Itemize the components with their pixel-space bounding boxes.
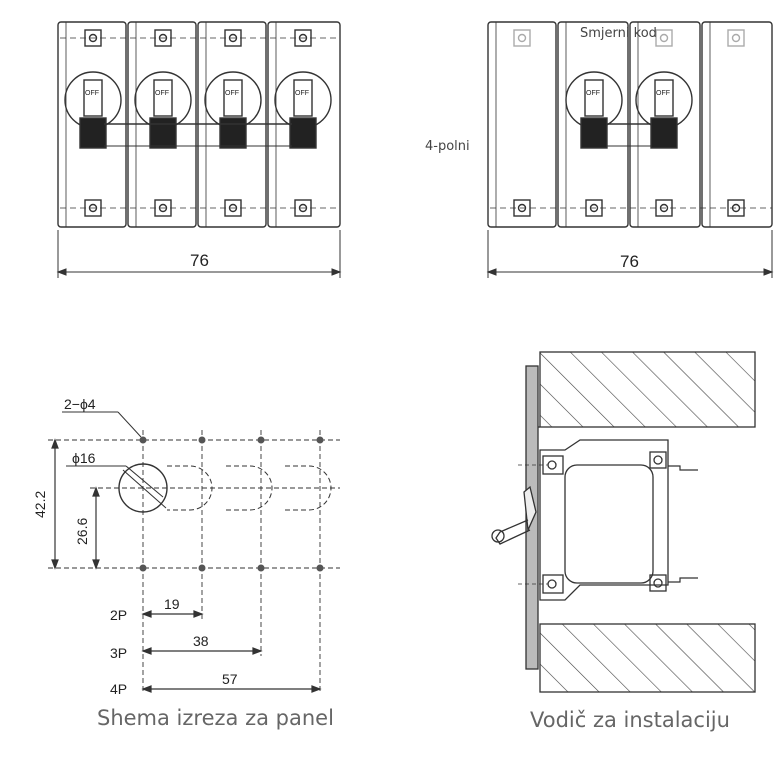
poles-label: 4-polni bbox=[425, 139, 470, 154]
breaker-pole-blank-1 bbox=[487, 21, 557, 228]
row-label-2p: 2P bbox=[110, 607, 127, 623]
panel-wall-top bbox=[539, 351, 756, 428]
caption-panel-cutout: Shema izreza za panel bbox=[97, 706, 334, 730]
dimension-label-76-left: 76 bbox=[190, 251, 209, 270]
front-view-breaker-4p bbox=[57, 21, 341, 228]
dimension-label-42-2: 42.2 bbox=[32, 491, 48, 518]
off-labels-right: OFF OFF bbox=[586, 90, 670, 97]
off-label: OFF bbox=[225, 90, 239, 97]
row-label-4p: 4P bbox=[110, 681, 127, 697]
dimension-label-76-right: 76 bbox=[620, 252, 639, 271]
off-label: OFF bbox=[295, 90, 309, 97]
cutout-circle bbox=[118, 463, 168, 513]
panel-wall-bottom bbox=[539, 623, 756, 693]
toggle-handle bbox=[491, 485, 537, 545]
dimension-label-19: 19 bbox=[164, 596, 180, 612]
label-phi16: ϕ16 bbox=[72, 450, 96, 466]
dimension-label-57: 57 bbox=[222, 671, 238, 687]
dimension-label-26-6: 26.6 bbox=[74, 518, 90, 545]
breaker-pole-blank-2 bbox=[701, 21, 773, 228]
off-label: OFF bbox=[586, 90, 600, 97]
front-view-breaker-variant bbox=[487, 21, 773, 228]
row-label-3p: 3P bbox=[110, 645, 127, 661]
off-labels-left: OFF OFF OFF OFF bbox=[85, 90, 309, 97]
off-label: OFF bbox=[155, 90, 169, 97]
off-label: OFF bbox=[85, 90, 99, 97]
off-label: OFF bbox=[656, 90, 670, 97]
label-holes-2-phi4: 2−ϕ4 bbox=[64, 396, 96, 412]
mounting-holes bbox=[139, 436, 324, 572]
installation-guide-drawing bbox=[491, 351, 756, 693]
direction-code-label: Smjerni kod bbox=[580, 26, 657, 41]
dimension-label-38: 38 bbox=[193, 633, 209, 649]
breaker-side-body bbox=[539, 439, 698, 601]
panel-cutout-drawing bbox=[48, 411, 340, 694]
caption-installation-guide: Vodič za instalaciju bbox=[530, 708, 730, 732]
dimension-line-76-right bbox=[486, 230, 774, 278]
dimension-line-76-left bbox=[56, 230, 342, 278]
